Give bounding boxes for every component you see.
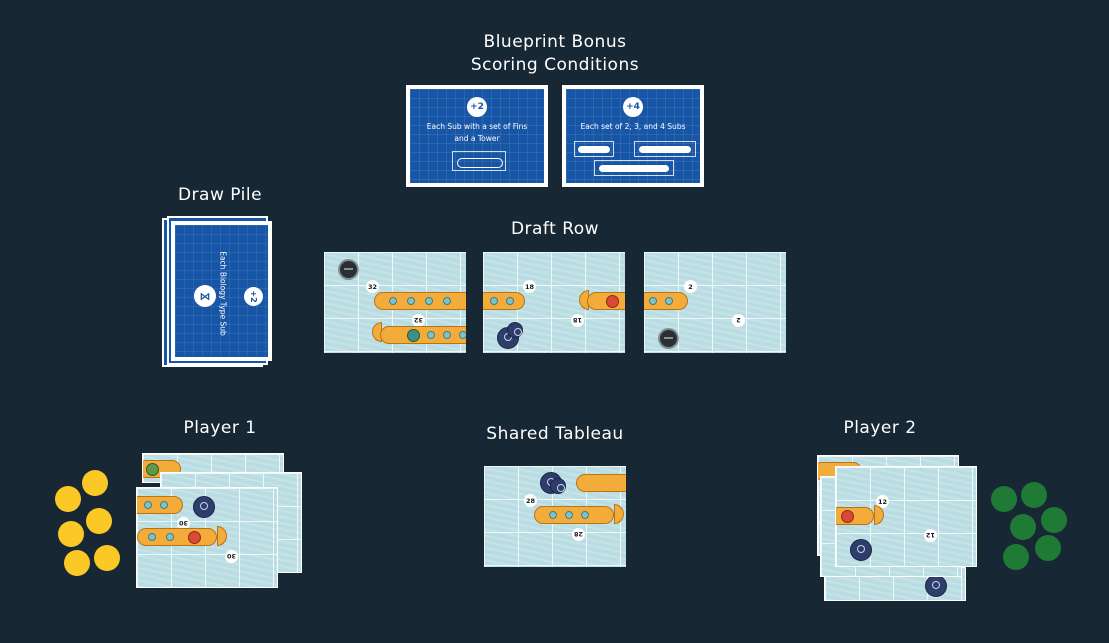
blueprint-points-badge: +2 [467,97,487,117]
anchor-icon [507,322,523,338]
player-2-card[interactable]: 12 12 [835,466,977,567]
diver-icon [193,496,215,518]
draw-pile-heading: Draw Pile [177,185,263,205]
draw-pile-points-badge: +2 [244,287,263,306]
player-1-token[interactable] [86,508,112,534]
draft-card-1[interactable]: 32 32 [324,252,466,353]
draw-pile-top-card[interactable]: ⋈ +2 Each Biology Type Sub [171,221,272,361]
blueprint-card-fins-tower[interactable]: +2 Each Sub with a set of Fins and a Tow… [406,85,548,187]
sub-silhouette-icon [599,165,669,172]
player-2-token[interactable] [1041,507,1067,533]
card-number: 18 [523,280,536,293]
sub-fin-icon [874,505,884,525]
player-2-token[interactable] [1021,482,1047,508]
submarine-icon [483,292,525,310]
blueprint-card-sub-sets[interactable]: +4 Each set of 2, 3, and 4 Subs [562,85,704,187]
card-number: 12 [876,495,889,508]
player-2-token[interactable] [1003,544,1029,570]
sub-silhouette-box [452,151,506,171]
blueprint-bonus-title: Blueprint Bonus [483,32,627,52]
sub-silhouette-box [634,141,696,157]
sub-fin-icon [217,526,227,546]
dna-icon: ⋈ [194,285,216,307]
card-number: 30 [225,550,238,563]
shared-tableau-card[interactable]: 28 28 [484,466,626,567]
player-2-token[interactable] [991,486,1017,512]
player-1-token[interactable] [64,550,90,576]
submarine-icon [380,326,466,344]
submarine-icon [534,506,614,524]
sea-mine-icon [340,261,357,278]
blueprint-condition-text: Each Sub with a set of Fins and a Tower [426,122,528,143]
draw-pile-condition-text: Each Biology Type Sub [218,251,228,336]
submarine-icon [587,292,625,310]
sea-mine-icon [660,330,677,347]
sub-silhouette-icon [578,146,610,153]
sub-fin-icon [614,504,624,524]
submarine-icon [644,292,688,310]
scoring-conditions-title: Scoring Conditions [470,55,640,75]
player-1-token[interactable] [55,486,81,512]
shared-tableau-heading: Shared Tableau [486,424,624,444]
draft-card-2[interactable]: 18 18 [483,252,625,353]
card-number: 18 [571,314,584,327]
card-number: 12 [924,529,937,542]
card-number: 2 [684,280,697,293]
player-1-token[interactable] [82,470,108,496]
draft-card-3[interactable]: 2 2 [644,252,786,353]
card-number: 28 [524,494,537,507]
player-2-heading: Player 2 [843,418,917,438]
diver-icon [850,539,872,561]
player-2-token[interactable] [1010,514,1036,540]
sub-silhouette-icon [639,146,691,153]
card-number: 28 [572,528,585,541]
diver-icon [925,575,947,597]
player-2-token[interactable] [1035,535,1061,561]
card-number: 2 [732,314,745,327]
player-1-heading: Player 1 [183,418,257,438]
blueprint-condition-text: Each set of 2, 3, and 4 Subs [580,122,686,131]
sub-silhouette-box [574,141,614,157]
submarine-icon [374,292,466,310]
submarine-icon [137,528,217,546]
sub-silhouette-icon [457,158,503,168]
player-1-card[interactable]: 30 30 [136,487,278,588]
anchor-icon [550,478,566,494]
submarine-icon [836,507,874,525]
submarine-icon [576,474,626,492]
draft-row-heading: Draft Row [510,219,600,239]
player-1-token[interactable] [94,545,120,571]
blueprint-points-badge: +4 [623,97,643,117]
blueprint-bonus-heading: Blueprint Bonus Scoring Conditions [430,31,680,77]
card-number: 32 [366,280,379,293]
player-1-token[interactable] [58,521,84,547]
submarine-icon [137,496,183,514]
sub-silhouette-box [594,160,674,176]
